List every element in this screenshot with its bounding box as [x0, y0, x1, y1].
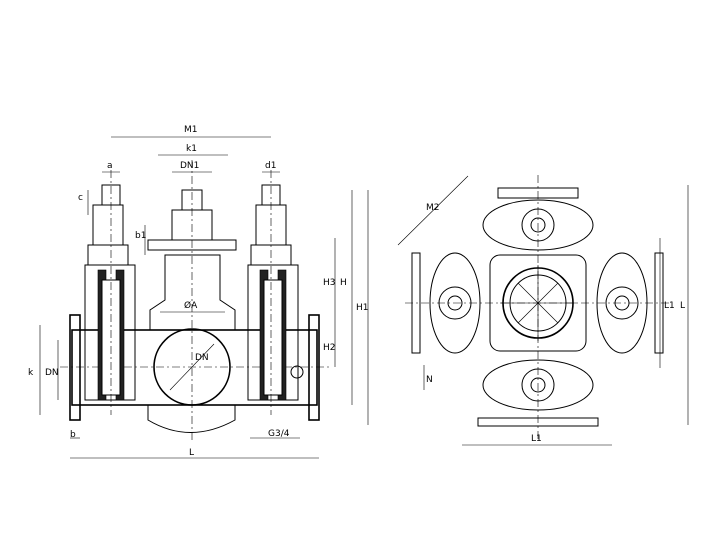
dim-l-right-label: L: [680, 301, 685, 311]
left-valve: [84, 170, 136, 415]
dim-dn-left-label: DN: [45, 368, 59, 378]
dim-k-label: k: [28, 368, 34, 378]
dim-k1-label: k1: [186, 144, 197, 154]
right-valve: [247, 170, 304, 415]
dim-dn-center-label: DN: [195, 353, 209, 363]
dim-d1-label: d1: [265, 161, 276, 171]
right-valve-top-view: [596, 252, 664, 354]
side-view: M1 k1 DN1 d1 a c b1 ØA H3 H H1 H2 k DN D…: [28, 125, 369, 459]
dim-h2-label: H2: [323, 343, 336, 353]
dim-h1-label: H1: [356, 303, 369, 313]
dim-h3-label: H3: [323, 278, 336, 288]
top-view: M2 N L1 L L1: [397, 175, 689, 446]
dim-n-label: N: [426, 375, 433, 385]
dim-b-label: b: [70, 430, 76, 440]
dim-m1-label: M1: [184, 125, 198, 135]
dim-c-label: c: [78, 193, 83, 203]
dim-l1-bottom-label: L1: [531, 434, 542, 444]
dim-l1-right-label: L1: [664, 301, 675, 311]
dim-h-label: H: [340, 278, 347, 288]
dim-a-label: a: [107, 161, 113, 171]
dim-a-diameter-label: ØA: [184, 300, 198, 311]
dim-dn1-label: DN1: [180, 161, 199, 171]
dim-l-label: L: [189, 448, 194, 458]
dim-b1-label: b1: [135, 231, 146, 241]
dim-g-label: G3/4: [268, 429, 290, 439]
dim-m2-label: M2: [426, 203, 440, 213]
